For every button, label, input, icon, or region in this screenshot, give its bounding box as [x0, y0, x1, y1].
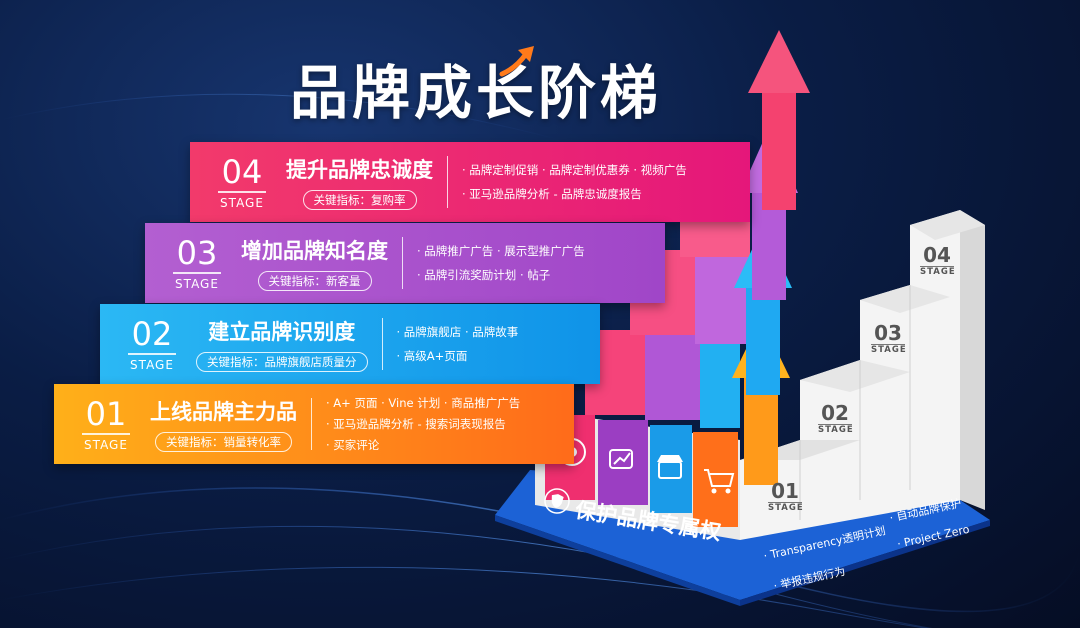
step-1-purple-block [598, 420, 648, 505]
divider [311, 398, 312, 450]
stair-label-04: 04 STAGE [920, 244, 956, 277]
stage-heading: 增加品牌知名度 [241, 239, 388, 263]
arrow-stage-4 [748, 30, 810, 210]
step-1-blue-block [650, 425, 692, 513]
stage-number-block: 01 STAGE [70, 397, 142, 452]
stage-items: · A+ 页面 · Vine 计划 · 商品推广广告 · 亚马逊品牌分析 - 搜… [326, 393, 520, 456]
stage-item-line: · 亚马逊品牌分析 - 搜索词表现报告 [326, 416, 506, 431]
stage-item-line: · 品牌定制促销 · 品牌定制优惠券 · 视频广告 [462, 163, 687, 177]
stage-heading: 上线品牌主力品 [150, 400, 297, 424]
stage-item-line: · A+ 页面 · Vine 计划 · 商品推广广告 [326, 395, 521, 410]
page-title: 品牌成长阶梯 [290, 59, 663, 127]
divider [447, 156, 448, 208]
step-1-orange-block [693, 432, 738, 527]
stage-heading: 提升品牌忠诚度 [286, 158, 433, 182]
chart-icon [609, 449, 633, 469]
stage-heading: 建立品牌识别度 [208, 320, 356, 344]
stage-label: STAGE [220, 195, 264, 210]
stair-label-02: 02 STAGE [818, 402, 854, 435]
stage-number: 02 [128, 317, 176, 355]
stage-label: STAGE [84, 437, 128, 452]
stage-banner-04: 04 STAGE 提升品牌忠诚度 关键指标：复购率 · 品牌定制促销 · 品牌定… [190, 142, 750, 222]
stair-label-03: 03 STAGE [871, 322, 907, 355]
stage-heading-block: 增加品牌知名度 关键指标：新客量 [241, 235, 388, 291]
stair-number: 01 [768, 480, 802, 503]
stage-item-line: · 品牌引流奖励计划 · 帖子 [417, 268, 551, 282]
stage-label: STAGE [130, 357, 174, 372]
stage-banner-03: 03 STAGE 增加品牌知名度 关键指标：新客量 · 品牌推广广告 · 展示型… [145, 223, 665, 303]
stage-number: 03 [173, 236, 221, 274]
stair-stage-word: STAGE [871, 345, 907, 355]
stage-items: · 品牌旗舰店 · 品牌故事 · 高级A+页面 [397, 320, 519, 368]
stage-label: STAGE [175, 276, 219, 291]
stage-banner-02: 02 STAGE 建立品牌识别度 关键指标：品牌旗舰店质量分 · 品牌旗舰店 ·… [100, 304, 600, 384]
stair-label-01: 01 STAGE [768, 480, 804, 513]
stage-heading-block: 上线品牌主力品 关键指标：销量转化率 [150, 396, 297, 452]
stair-stage-word: STAGE [818, 425, 854, 435]
growth-arrow-icon [499, 46, 534, 77]
stage-number-block: 02 STAGE [116, 317, 188, 372]
stage-number: 04 [218, 155, 266, 193]
stage-number: 01 [82, 397, 130, 435]
stair-stage-word: STAGE [920, 267, 956, 277]
stage-number-block: 03 STAGE [161, 236, 233, 291]
stage-item-line: · 买家评论 [326, 437, 380, 452]
cart-icon [704, 469, 735, 494]
stair-number: 04 [920, 244, 954, 267]
stage-item-line: · 亚马逊品牌分析 - 品牌忠诚度报告 [462, 187, 642, 201]
divider [381, 318, 383, 370]
stage-items: · 品牌推广广告 · 展示型推广广告 · 品牌引流奖励计划 · 帖子 [417, 239, 585, 287]
divider [402, 237, 403, 289]
stage-items: · 品牌定制促销 · 品牌定制优惠券 · 视频广告 · 亚马逊品牌分析 - 品牌… [462, 158, 687, 206]
stage-heading-block: 提升品牌忠诚度 关键指标：复购率 [286, 154, 433, 210]
stair-number: 03 [871, 322, 905, 345]
stair-stage-word: STAGE [768, 503, 804, 513]
stair-number: 02 [818, 402, 852, 425]
stage-number-block: 04 STAGE [206, 155, 278, 210]
stage-item-line: · 品牌推广广告 · 展示型推广广告 [417, 244, 585, 258]
stage-heading-block: 建立品牌识别度 关键指标：品牌旗舰店质量分 [196, 316, 368, 372]
stage-banner-01: 01 STAGE 上线品牌主力品 关键指标：销量转化率 · A+ 页面 · Vi… [54, 384, 574, 464]
stage-kpi: 关键指标：品牌旗舰店质量分 [196, 352, 368, 372]
stage-item-line: · 品牌旗舰店 · 品牌故事 [396, 325, 519, 339]
stage-kpi: 关键指标：新客量 [257, 271, 372, 291]
stage-kpi: 关键指标：销量转化率 [155, 432, 292, 452]
stage-kpi: 关键指标：复购率 [302, 190, 417, 210]
shield-icon [544, 488, 570, 514]
stage-item-line: · 高级A+页面 [396, 349, 468, 363]
